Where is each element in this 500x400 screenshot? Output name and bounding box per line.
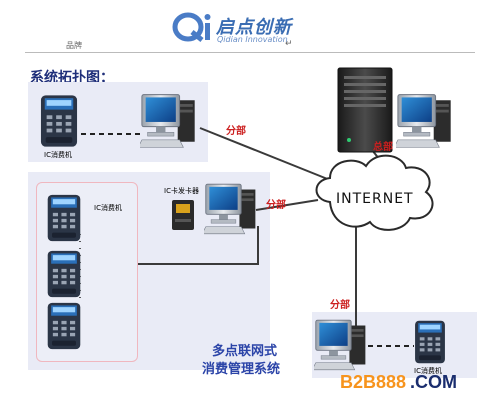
ic-pos-terminal-top bbox=[40, 95, 78, 147]
branch-computer-bottom bbox=[314, 319, 366, 371]
caption-line-1: 多点联网式 bbox=[212, 344, 278, 359]
headquarters-server bbox=[337, 67, 393, 153]
internet-label: INTERNET bbox=[336, 191, 414, 207]
link-pos-group bbox=[138, 226, 259, 265]
branch-label-middle: 分部 bbox=[266, 200, 286, 211]
link-top-branch bbox=[199, 127, 331, 181]
watermark: B2B888 .COM bbox=[340, 372, 457, 392]
ic-pos-terminal-2 bbox=[47, 250, 81, 298]
link-middle-branch bbox=[255, 199, 319, 211]
ic-pos-label-top: IC消费机 bbox=[44, 151, 72, 159]
headquarters-computer bbox=[396, 94, 452, 148]
header-divider bbox=[25, 52, 475, 53]
headquarters-label: 总部 bbox=[373, 142, 393, 153]
brand-name-cn: 启点创新 bbox=[216, 17, 292, 38]
paragraph-mark-icon: ↵ bbox=[285, 39, 293, 49]
ic-pos-label-middle: IC消费机 bbox=[94, 204, 122, 212]
watermark-suffix: .COM bbox=[410, 372, 457, 392]
ic-card-issuer-label: IC卡发卡器 bbox=[164, 187, 199, 195]
qidian-logo-icon bbox=[172, 12, 211, 42]
branch-computer-middle bbox=[204, 183, 256, 235]
internet-cloud bbox=[315, 154, 434, 231]
document-header-text: 品牌 bbox=[66, 41, 82, 50]
ic-pos-label-bottom: IC消费机 bbox=[414, 367, 442, 375]
ic-pos-terminal-1 bbox=[47, 194, 81, 242]
branch-computer-top bbox=[140, 94, 196, 148]
caption-line-2: 消费管理系统 bbox=[202, 362, 281, 377]
ic-pos-terminal-3 bbox=[47, 302, 81, 350]
brand-name-en: Qidian Innovation bbox=[217, 35, 288, 44]
branch-label-top: 分部 bbox=[226, 126, 246, 137]
ic-pos-terminal-bottom bbox=[415, 320, 445, 364]
ic-card-issuer-device bbox=[172, 200, 194, 230]
watermark-prefix: B2B888 bbox=[340, 372, 406, 392]
branch-label-bottom: 分部 bbox=[330, 300, 350, 311]
